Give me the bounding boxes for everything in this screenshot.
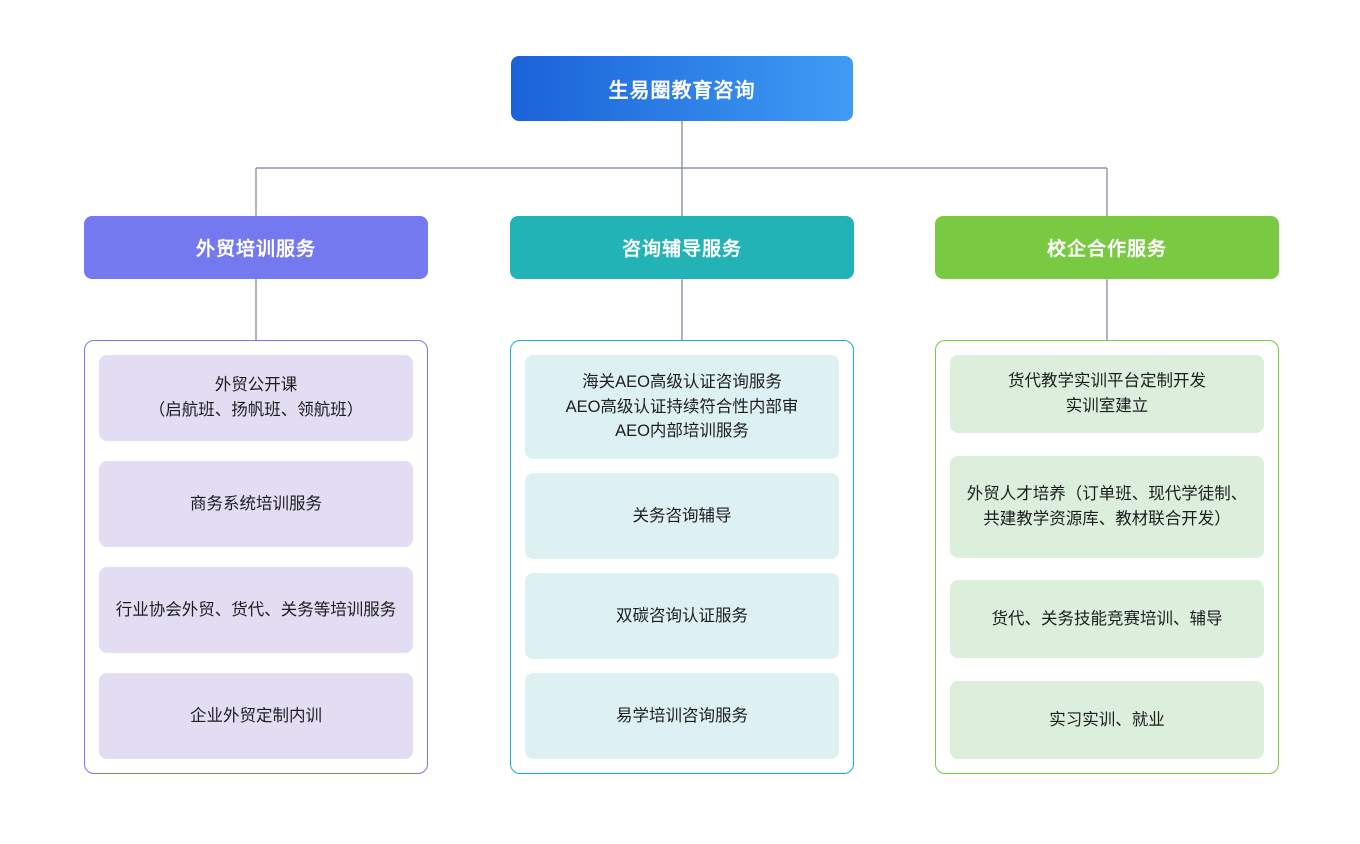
- root-node-label: 生易圈教育咨询: [608, 80, 756, 102]
- item-group-waimao-peixun: 外贸公开课 （启航班、扬帆班、领航班） 商务系统培训服务 行业协会外贸、货代、关…: [84, 340, 428, 774]
- item-card[interactable]: 商务系统培训服务: [99, 461, 413, 547]
- category-header-zixun-fudao[interactable]: 咨询辅导服务: [510, 216, 854, 279]
- category-header-xiaoqi-hezuo[interactable]: 校企合作服务: [935, 216, 1279, 279]
- item-card[interactable]: 双碳咨询认证服务: [525, 573, 839, 659]
- item-card[interactable]: 企业外贸定制内训: [99, 673, 413, 759]
- category-header-label: 咨询辅导服务: [621, 239, 742, 260]
- item-card[interactable]: 关务咨询辅导: [525, 473, 839, 559]
- item-group-xiaoqi-hezuo: 货代教学实训平台定制开发 实训室建立 外贸人才培养（订单班、现代学徒制、共建教学…: [935, 340, 1279, 774]
- category-header-label: 校企合作服务: [1046, 239, 1167, 260]
- item-card[interactable]: 易学培训咨询服务: [525, 673, 839, 759]
- item-card[interactable]: 货代、关务技能竞赛培训、辅导: [950, 580, 1264, 659]
- item-card[interactable]: 行业协会外贸、货代、关务等培训服务: [99, 567, 413, 653]
- item-group-zixun-fudao: 海关AEO高级认证咨询服务 AEO高级认证持续符合性内部审 AEO内部培训服务 …: [510, 340, 854, 774]
- branch-column-xiaoqi-hezuo: 校企合作服务 货代教学实训平台定制开发 实训室建立 外贸人才培养（订单班、现代学…: [935, 216, 1279, 774]
- branch-column-zixun-fudao: 咨询辅导服务 海关AEO高级认证咨询服务 AEO高级认证持续符合性内部审 AEO…: [510, 216, 854, 774]
- item-card[interactable]: 货代教学实训平台定制开发 实训室建立: [950, 355, 1264, 433]
- item-card[interactable]: 外贸公开课 （启航班、扬帆班、领航班）: [99, 355, 413, 441]
- branch-column-waimao-peixun: 外贸培训服务 外贸公开课 （启航班、扬帆班、领航班） 商务系统培训服务 行业协会…: [84, 216, 428, 774]
- item-card[interactable]: 外贸人才培养（订单班、现代学徒制、共建教学资源库、教材联合开发）: [950, 455, 1264, 558]
- root-node[interactable]: 生易圈教育咨询: [511, 56, 853, 121]
- item-card[interactable]: 海关AEO高级认证咨询服务 AEO高级认证持续符合性内部审 AEO内部培训服务: [525, 355, 839, 459]
- category-header-label: 外贸培训服务: [195, 239, 316, 260]
- category-header-waimao-peixun[interactable]: 外贸培训服务: [84, 216, 428, 279]
- item-card[interactable]: 实习实训、就业: [950, 680, 1264, 759]
